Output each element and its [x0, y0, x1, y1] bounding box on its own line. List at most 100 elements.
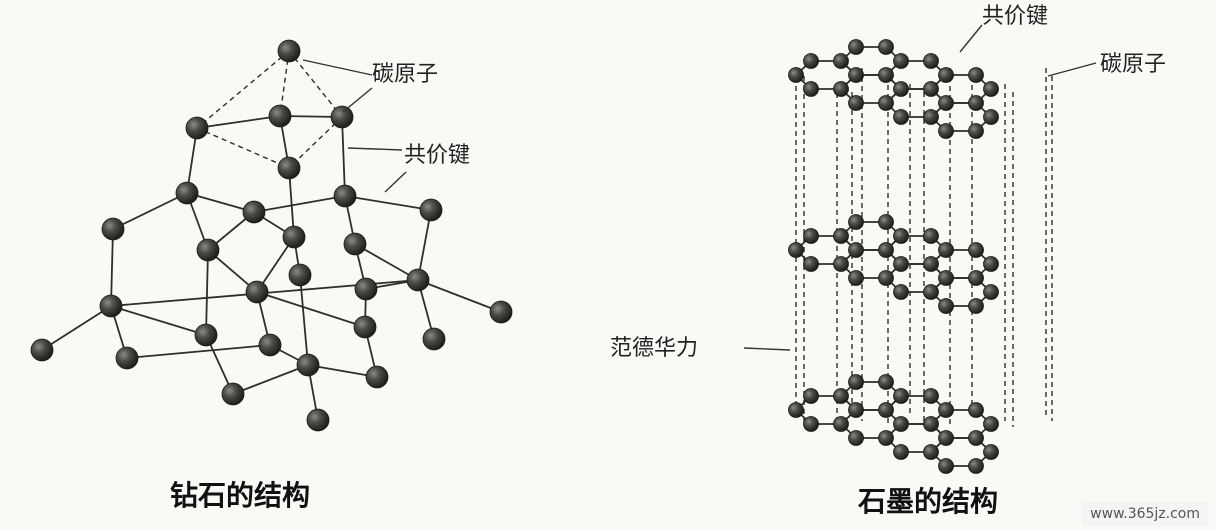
carbon-atom [848, 214, 864, 230]
carbon-atom [938, 402, 954, 418]
covalent-bond [307, 364, 378, 378]
diamond-structure [30, 39, 513, 432]
graphite-bond-label: 共价键 [982, 4, 1049, 29]
carbon-atom [848, 67, 864, 83]
graphite-caption: 石墨的结构 [858, 485, 999, 518]
carbon-atom [788, 242, 804, 258]
carbon-atom [893, 81, 909, 97]
carbon-atom [893, 109, 909, 125]
carbon-atom [938, 270, 954, 286]
carbon-atom [258, 333, 282, 357]
dashed-bond [196, 50, 290, 129]
diamond-atom-label: 碳原子 [372, 62, 439, 87]
carbon-atom [245, 280, 269, 304]
carbon-atom [848, 242, 864, 258]
carbon-atom [803, 388, 819, 404]
carbon-atom [878, 402, 894, 418]
carbon-atom [878, 374, 894, 390]
carbon-atom [923, 53, 939, 69]
carbon-atom [968, 242, 984, 258]
carbon-atom [788, 402, 804, 418]
dashed-bond [196, 127, 290, 169]
carbon-atom [878, 270, 894, 286]
carbon-atom [803, 81, 819, 97]
carbon-atom [115, 346, 139, 370]
carbon-atom [923, 416, 939, 432]
diamond-bond-label: 共价键 [404, 143, 471, 168]
carbon-atom [923, 444, 939, 460]
label-leader-lines [302, 24, 1097, 351]
carbon-atom [330, 105, 354, 129]
carbon-atom [878, 95, 894, 111]
carbon-atom [923, 284, 939, 300]
carbon-atom [194, 323, 218, 347]
carbon-atom [983, 256, 999, 272]
carbon-atom [893, 444, 909, 460]
carbon-atom [833, 53, 849, 69]
diamond-caption: 钻石的结构 [170, 479, 311, 512]
carbon-atom [803, 256, 819, 272]
carbon-atom [365, 365, 389, 389]
carbon-atom [968, 430, 984, 446]
carbon-atom [343, 232, 367, 256]
carbon-atom [878, 242, 894, 258]
covalent-bond [186, 192, 255, 213]
carbon-atom [968, 123, 984, 139]
carbon-atom [803, 53, 819, 69]
carbon-atom [422, 327, 446, 351]
covalent-bond [196, 115, 281, 129]
carbon-atom [938, 298, 954, 314]
carbon-atom [983, 81, 999, 97]
covalent-bond [354, 243, 419, 281]
carbon-atom [242, 200, 266, 224]
carbon-atom [268, 104, 292, 128]
carbon-atom [893, 256, 909, 272]
graphite-atom-label: 碳原子 [1100, 52, 1167, 77]
carbon-atom [938, 430, 954, 446]
carbon-atom [923, 81, 939, 97]
carbon-atom [489, 300, 513, 324]
carbon-atom [893, 388, 909, 404]
covalent-bond [41, 305, 112, 351]
carbon-atom [288, 263, 312, 287]
carbon-atom [406, 268, 430, 292]
carbon-atom [803, 416, 819, 432]
carbon-atom [893, 284, 909, 300]
graphite-structure [788, 39, 1053, 474]
carbon-atom [101, 217, 125, 241]
carbon-atom [923, 388, 939, 404]
carbon-atom [848, 95, 864, 111]
carbon-atom [968, 402, 984, 418]
carbon-atom [983, 109, 999, 125]
carbon-atom [983, 416, 999, 432]
carbon-atom [419, 198, 443, 222]
carbon-atom [938, 67, 954, 83]
carbon-atom [196, 238, 220, 262]
graphite-vdw-label: 范德华力 [610, 336, 699, 361]
carbon-atom [968, 95, 984, 111]
carbon-atom [938, 242, 954, 258]
dashed-bond [288, 116, 343, 169]
carbon-atom [878, 430, 894, 446]
carbon-atom [983, 444, 999, 460]
carbon-atom [923, 109, 939, 125]
carbon-atom [893, 228, 909, 244]
carbon-atom [938, 95, 954, 111]
carbon-atom [175, 181, 199, 205]
covalent-bond [341, 116, 346, 197]
carbon-atom [848, 270, 864, 286]
carbon-atom [99, 294, 123, 318]
carbon-atom [333, 184, 357, 208]
carbon-atom [968, 298, 984, 314]
carbon-atom [848, 402, 864, 418]
carbon-atom [878, 214, 894, 230]
carbon-atom [833, 388, 849, 404]
covalent-bond [126, 344, 271, 359]
covalent-bond [112, 192, 188, 230]
carbon-atom [893, 53, 909, 69]
covalent-bond [256, 291, 366, 328]
carbon-atom [983, 284, 999, 300]
carbon-atom [803, 228, 819, 244]
covalent-bond [417, 279, 502, 313]
carbon-atom [306, 408, 330, 432]
